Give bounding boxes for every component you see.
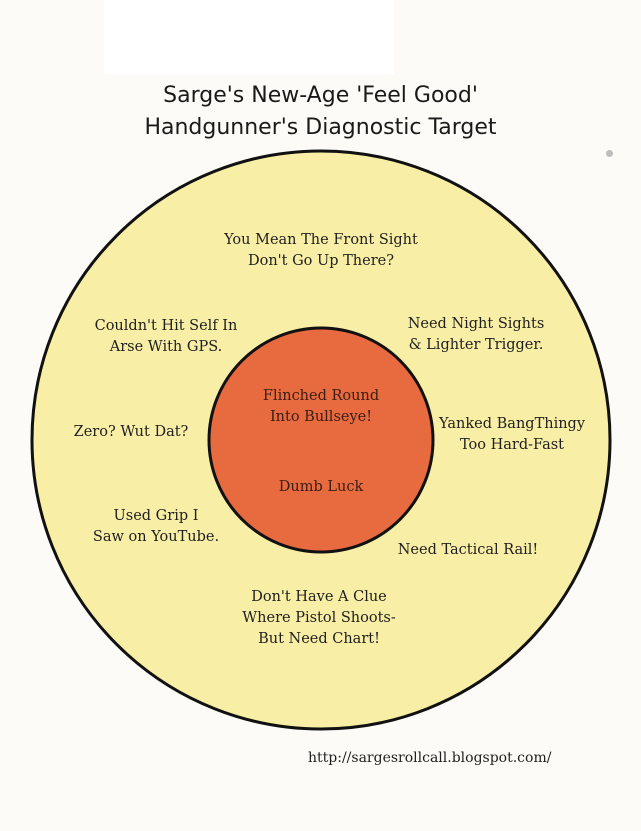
label-left: Zero? Wut Dat? (73, 424, 189, 440)
label-right: Yanked BangThingy Too Hard-Fast (438, 416, 586, 453)
title-line-1: Sarge's New-Age 'Feel Good' (163, 83, 478, 108)
label-upper-left: Couldn't Hit Self In Arse With GPS. (94, 318, 238, 355)
blank-header-area (104, 0, 394, 74)
label-bottom: Don't Have A Clue Where Pistol Shoots- B… (242, 589, 396, 647)
title-line-2: Handgunner's Diagnostic Target (144, 115, 497, 140)
bullseye (207, 326, 435, 554)
scan-smudge (606, 150, 613, 157)
page-title: Sarge's New-Age 'Feel Good' Handgunner's… (0, 80, 641, 144)
footer-url: http://sargesrollcall.blogspot.com/ (308, 750, 552, 766)
label-top: You Mean The Front Sight Don't Go Up The… (224, 232, 418, 269)
label-lower-right: Need Tactical Rail! (397, 542, 539, 558)
label-upper-right: Need Night Sights & Lighter Trigger. (407, 316, 545, 353)
label-bullseye-top: Flinched Round Into Bullseye! (262, 388, 380, 425)
label-bullseye-bottom: Dumb Luck (278, 479, 364, 495)
label-lower-left: Used Grip I Saw on YouTube. (92, 508, 220, 545)
